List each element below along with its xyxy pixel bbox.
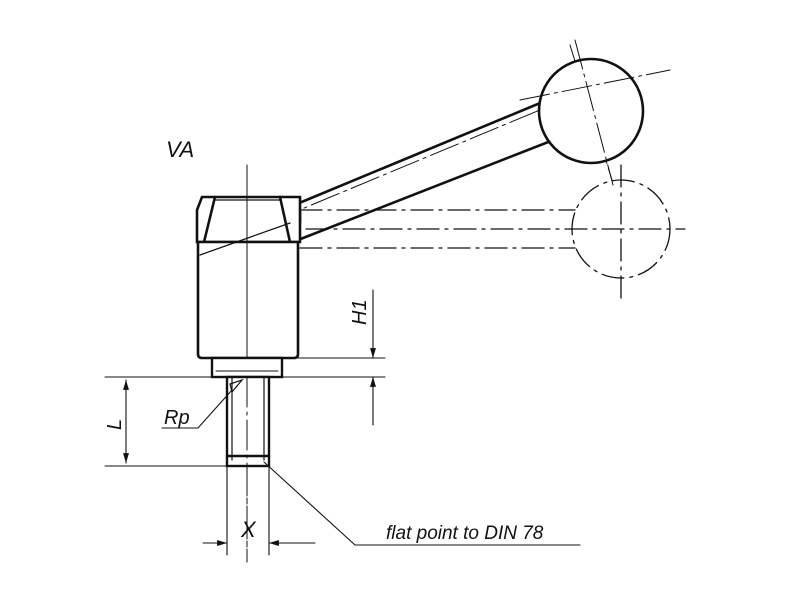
dimension-l (104, 376, 227, 467)
lever-ball (537, 57, 645, 165)
threaded-stem (225, 375, 271, 468)
label-h1: H1 (349, 299, 371, 325)
rp-leader (161, 389, 233, 429)
label-l: L (104, 419, 126, 430)
flat-point-note: flat point to DIN 78 (386, 523, 544, 544)
collar (210, 356, 284, 379)
variant-label: VA (166, 137, 194, 162)
label-x: X (240, 517, 257, 542)
flat-point-leader (263, 461, 581, 546)
dimension-h1 (281, 289, 386, 426)
label-rp: Rp (164, 407, 190, 429)
lever-hub (195, 195, 302, 360)
alternate-lever-position (231, 164, 686, 301)
dimension-x (202, 465, 316, 556)
lever-arm (280, 99, 558, 242)
